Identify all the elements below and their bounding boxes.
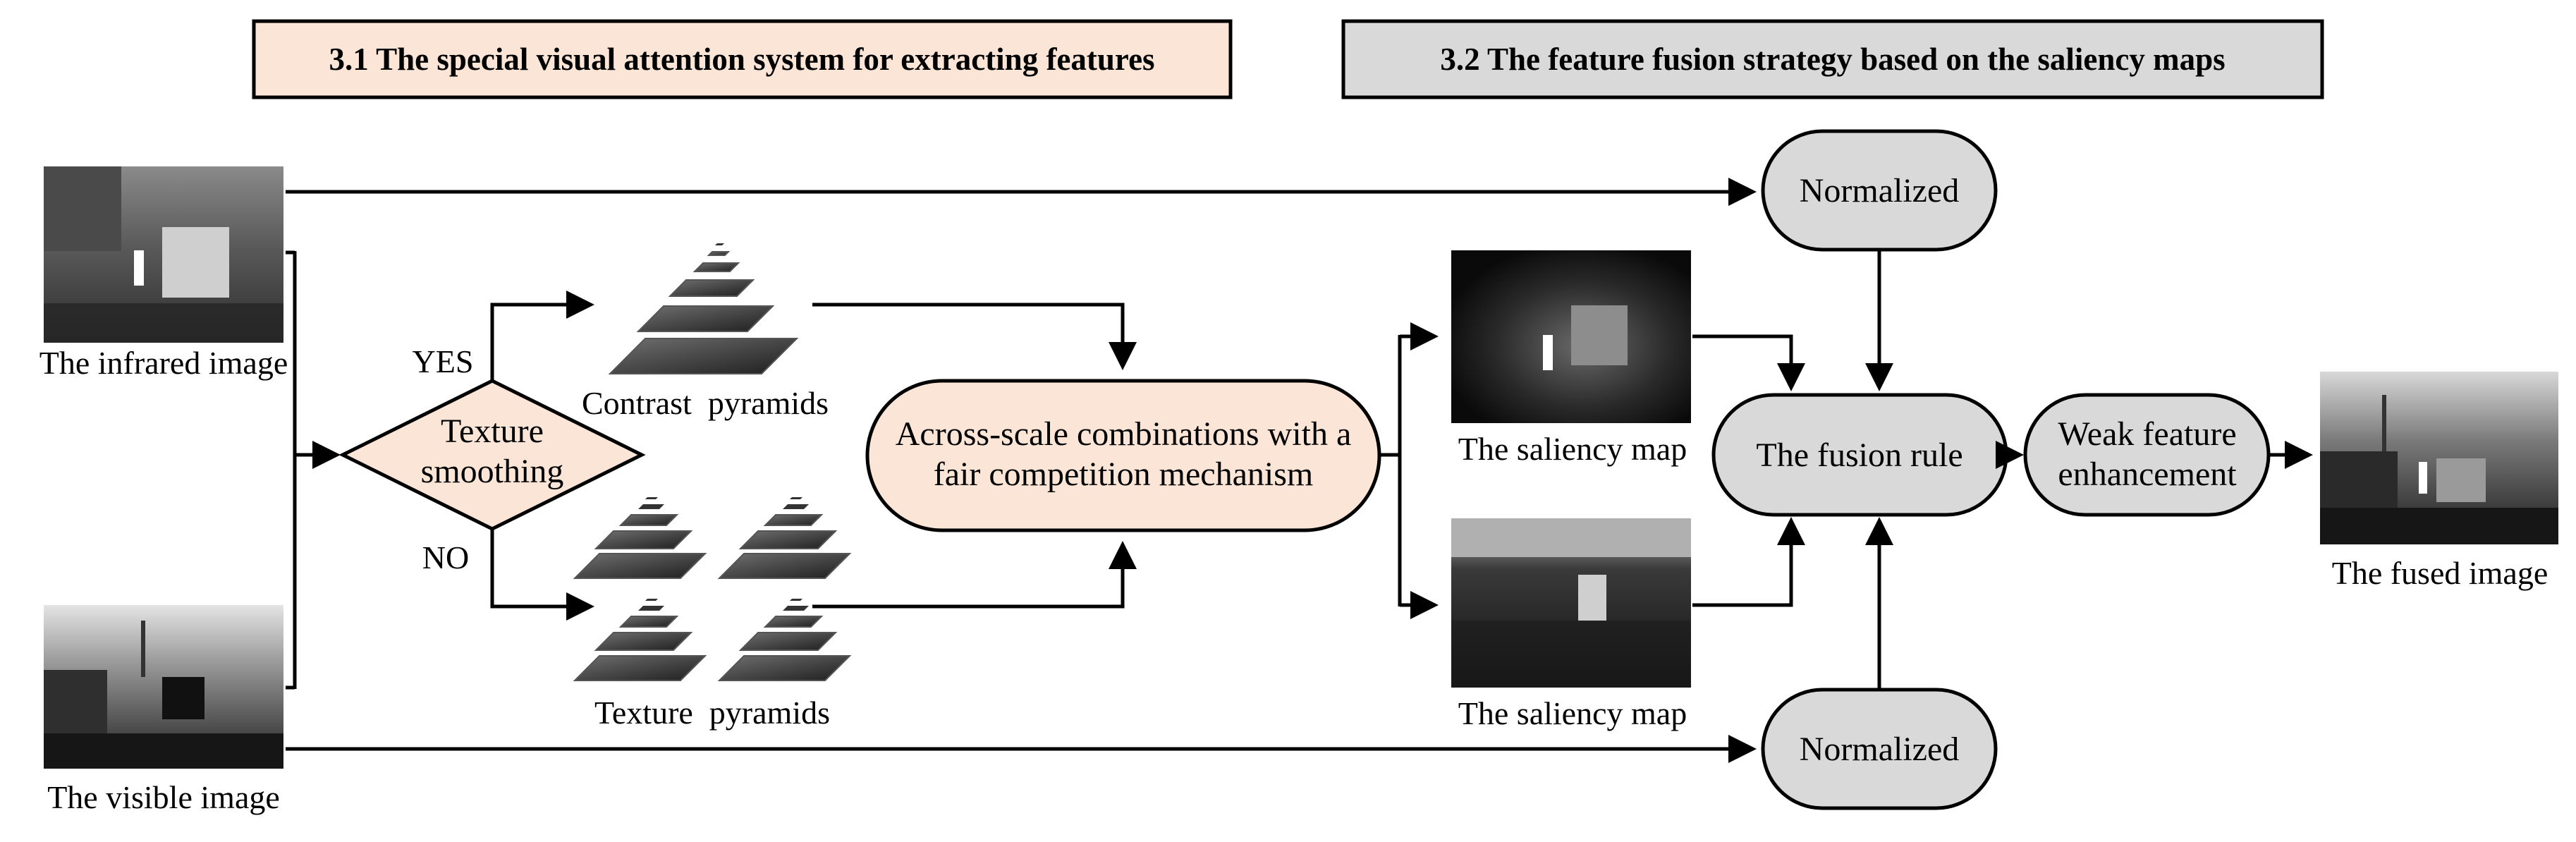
weak-feature-label-line2: enhancement (2058, 456, 2237, 493)
infrared-image-caption: The infrared image (39, 345, 288, 381)
left-section-header: 3.1 The special visual attention system … (329, 42, 1154, 77)
fused-image-caption: The fused image (2332, 555, 2548, 591)
visible-image (44, 605, 283, 769)
texture-smoothing-decision (338, 379, 646, 531)
right-section-header: 3.2 The feature fusion strategy based on… (1440, 42, 2225, 77)
weak-feature-enhancement-node (2023, 393, 2271, 517)
normalized-top-label: Normalized (1800, 172, 1960, 209)
texture-smoothing-label-line1: Texture (441, 413, 544, 450)
fusion-rule-label: The fusion rule (1756, 437, 1962, 474)
infrared-image (44, 166, 283, 343)
visible-image-caption: The visible image (47, 779, 280, 815)
texture-smoothing-label-line2: smoothing (421, 453, 564, 490)
across-scale-label-line2: fair competition mechanism (934, 456, 1314, 493)
texture-pyramids-label: Texture pyramids (594, 695, 830, 731)
normalized-bottom-node (1761, 688, 1998, 810)
contrast-pyramids-stack (608, 243, 799, 374)
saliency-map-bottom-image (1451, 518, 1691, 688)
normalized-bottom-label: Normalized (1800, 731, 1960, 768)
fused-image (2320, 372, 2558, 544)
saliency-map-top-image (1451, 250, 1691, 423)
weak-feature-label-line1: Weak feature (2058, 415, 2236, 453)
saliency-map-bottom-caption: The saliency map (1458, 695, 1687, 731)
across-scale-combination-node (865, 379, 1381, 532)
contrast-pyramids-label: Contrast pyramids (582, 385, 829, 421)
normalized-top-node (1761, 129, 1998, 252)
across-scale-label-line1: Across-scale combinations with a (896, 415, 1352, 453)
yes-branch-label: YES (413, 343, 474, 379)
no-branch-label: NO (422, 539, 469, 575)
right-section-header-box (1341, 19, 2324, 99)
saliency-map-top-caption: The saliency map (1458, 431, 1687, 467)
left-section-header-box (252, 19, 1233, 99)
texture-pyramids-stack (573, 497, 852, 681)
